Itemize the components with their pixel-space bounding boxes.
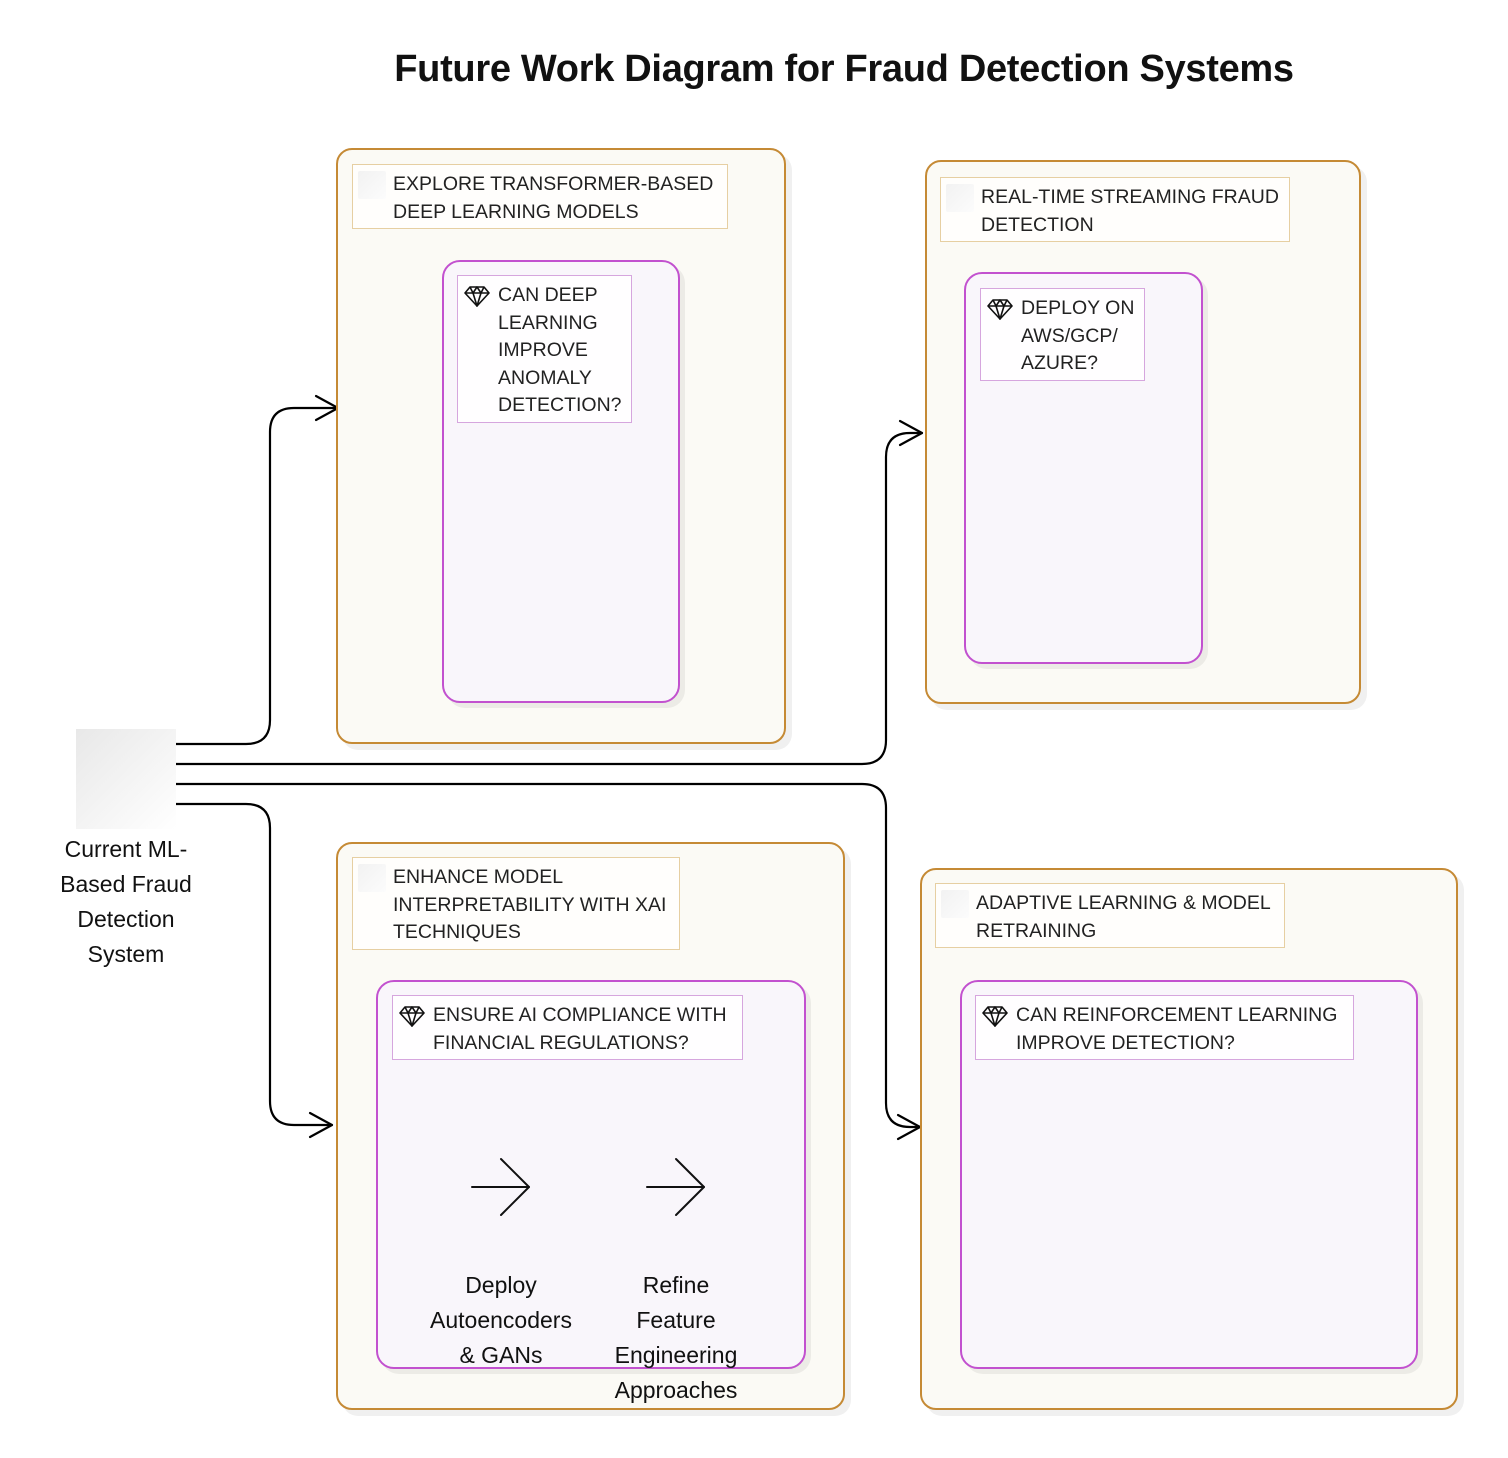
source-node-image: [76, 729, 176, 829]
question-text-deep-learning: CAN DEEP LEARNING IMPROVE ANOMALY DETECT…: [498, 284, 622, 416]
group-title-xai: ENHANCE MODEL INTERPRETABILITY WITH XAI …: [393, 866, 667, 943]
question-cloud-deploy: DEPLOY ON AWS/GCP/ AZURE?: [980, 288, 1145, 381]
step-label-autoencoders: Deploy Autoencoders & GANs: [430, 1272, 572, 1368]
blank-image-icon: [946, 184, 974, 212]
gem-icon: [464, 286, 490, 307]
arrow-right-icon: [646, 1158, 705, 1216]
blank-image-icon: [358, 171, 386, 199]
edge-to-transformer: [174, 406, 340, 746]
group-label-adaptive: ADAPTIVE LEARNING & MODEL RETRAINING: [935, 883, 1285, 948]
step-feature-engineering[interactable]: Refine Feature Engineering Approaches: [598, 1120, 754, 1408]
question-deep-learning: CAN DEEP LEARNING IMPROVE ANOMALY DETECT…: [457, 275, 632, 423]
blank-image-icon: [358, 864, 386, 892]
gem-icon: [987, 299, 1013, 320]
arrowhead-adaptive: [896, 1113, 922, 1141]
step-autoencoders[interactable]: Deploy Autoencoders & GANs: [415, 1120, 587, 1373]
group-title-transformer: EXPLORE TRANSFORMER-BASED DEEP LEARNING …: [393, 173, 714, 223]
group-label-transformer: EXPLORE TRANSFORMER-BASED DEEP LEARNING …: [352, 164, 728, 229]
group-label-xai: ENHANCE MODEL INTERPRETABILITY WITH XAI …: [352, 857, 680, 950]
question-text-compliance: ENSURE AI COMPLIANCE WITH FINANCIAL REGU…: [433, 1004, 727, 1054]
arrowhead-transformer: [314, 394, 340, 422]
source-node-label: Current ML- Based Fraud Detection System: [60, 836, 192, 967]
arrowhead-streaming: [898, 419, 924, 447]
gem-icon: [399, 1006, 425, 1027]
arrow-right-icon: [471, 1158, 530, 1216]
gem-icon: [982, 1006, 1008, 1027]
diagram-title: Future Work Diagram for Fraud Detection …: [394, 48, 1294, 90]
arrowhead-xai: [308, 1111, 334, 1139]
question-text-cloud-deploy: DEPLOY ON AWS/GCP/ AZURE?: [1021, 297, 1135, 374]
group-title-streaming: REAL-TIME STREAMING FRAUD DETECTION: [981, 186, 1279, 236]
group-title-adaptive: ADAPTIVE LEARNING & MODEL RETRAINING: [976, 892, 1271, 942]
step-label-feature-engineering: Refine Feature Engineering Approaches: [614, 1272, 738, 1403]
group-label-streaming: REAL-TIME STREAMING FRAUD DETECTION: [940, 177, 1290, 242]
blank-image-icon: [941, 890, 969, 918]
question-reinforcement: CAN REINFORCEMENT LEARNING IMPROVE DETEC…: [975, 995, 1354, 1060]
question-compliance: ENSURE AI COMPLIANCE WITH FINANCIAL REGU…: [392, 995, 743, 1060]
question-text-reinforcement: CAN REINFORCEMENT LEARNING IMPROVE DETEC…: [1016, 1004, 1338, 1054]
